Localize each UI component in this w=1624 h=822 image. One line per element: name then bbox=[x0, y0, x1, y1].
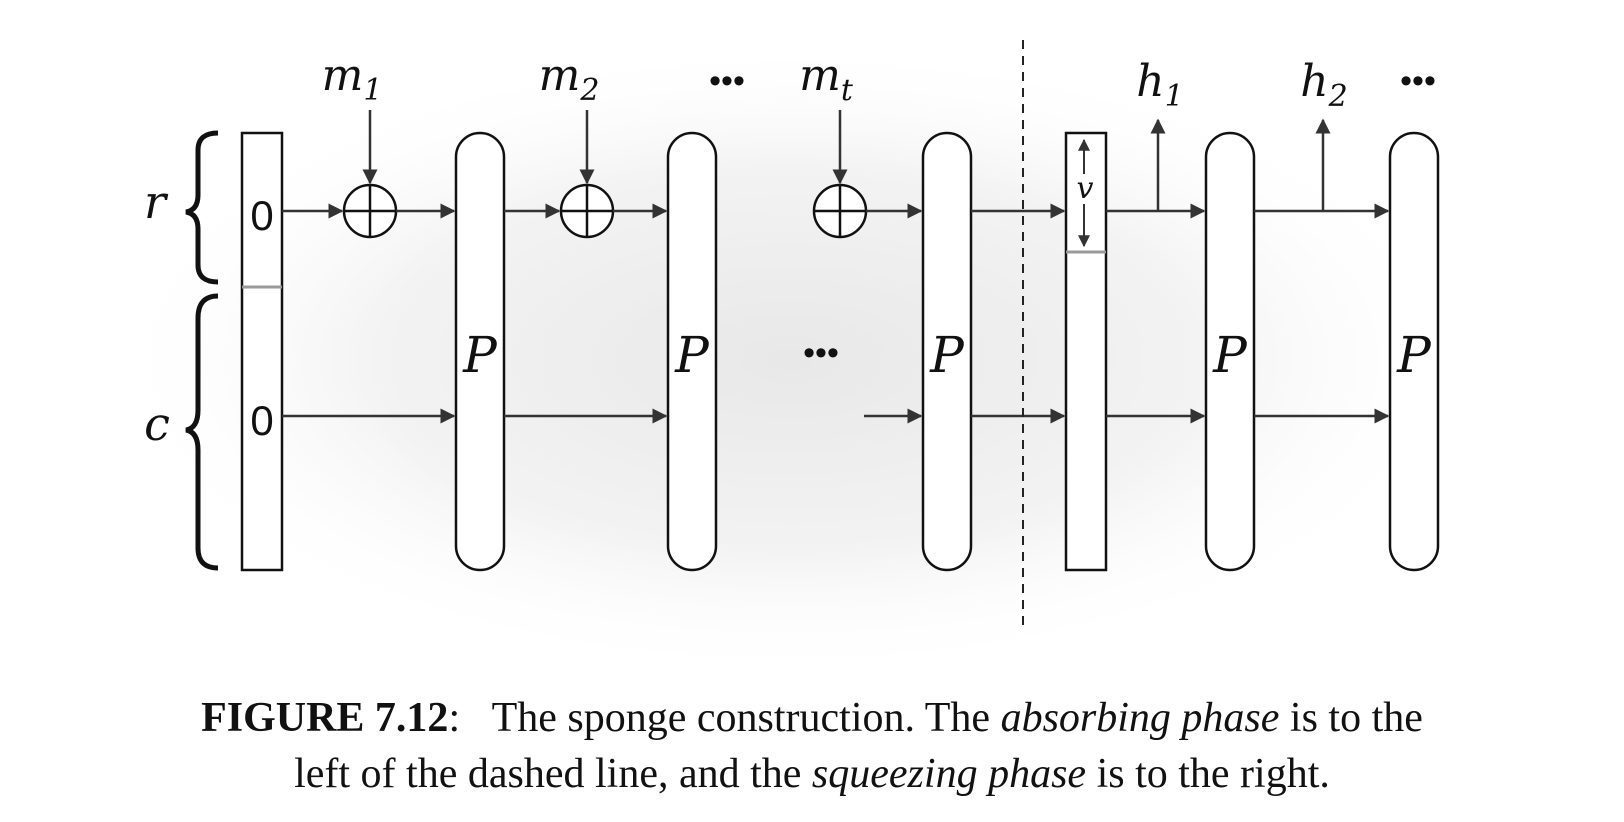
permutation-block-squeeze-2: P bbox=[1388, 131, 1440, 572]
message-input-2: m2 bbox=[539, 50, 600, 185]
ellipsis-inputs: ••• bbox=[709, 62, 745, 100]
figure-number: FIGURE 7.12 bbox=[201, 695, 449, 741]
capacity-label: c bbox=[144, 397, 170, 451]
caption-colon: : bbox=[448, 695, 461, 741]
figure-caption: FIGURE 7.12: The sponge construction. Th… bbox=[0, 690, 1624, 802]
xor-1 bbox=[342, 183, 398, 239]
caption-text-2: is to the bbox=[1279, 695, 1423, 741]
permutation-block-squeeze-1: P bbox=[1204, 131, 1256, 572]
output-h2: h2 bbox=[1300, 56, 1348, 211]
background-glow bbox=[100, 40, 1480, 680]
svg-text:mt: mt bbox=[799, 50, 854, 108]
permutation-block-1: P bbox=[454, 131, 506, 572]
svg-text:P: P bbox=[462, 326, 498, 384]
capacity-brace bbox=[185, 293, 219, 571]
message-input-t: mt bbox=[799, 50, 854, 185]
svg-text:h2: h2 bbox=[1300, 56, 1347, 114]
ellipsis-middle: ••• bbox=[803, 334, 839, 372]
zero-rate-label: 0 bbox=[250, 192, 273, 239]
permutation-block-2: P bbox=[666, 131, 718, 572]
rate-brace bbox=[185, 130, 219, 285]
xor-2 bbox=[559, 183, 615, 239]
caption-line-2-start: left of the dashed line, and the bbox=[294, 751, 812, 797]
svg-text:m1: m1 bbox=[322, 50, 383, 108]
svg-text:m2: m2 bbox=[539, 50, 600, 108]
svg-text:v: v bbox=[1077, 171, 1094, 206]
svg-text:h1: h1 bbox=[1136, 56, 1183, 114]
xor-t bbox=[812, 183, 868, 239]
svg-text:P: P bbox=[674, 326, 710, 384]
caption-line-2: left of the dashed line, and the squeezi… bbox=[0, 746, 1624, 802]
output-h1: h1 bbox=[1136, 56, 1184, 211]
message-input-1: m1 bbox=[322, 50, 383, 185]
caption-text-1: The sponge construction. The bbox=[491, 695, 1001, 741]
svg-text:P: P bbox=[1212, 326, 1248, 384]
svg-text:P: P bbox=[929, 326, 965, 384]
caption-line-1: FIGURE 7.12: The sponge construction. Th… bbox=[0, 690, 1624, 746]
rate-label: r bbox=[144, 175, 169, 229]
squeeze-state-block: v bbox=[1064, 131, 1108, 572]
initial-state-block bbox=[240, 131, 284, 572]
caption-emph-absorbing: absorbing phase bbox=[1000, 695, 1280, 741]
svg-text:P: P bbox=[1396, 326, 1432, 384]
ellipsis-outputs: ••• bbox=[1400, 62, 1436, 100]
caption-emph-squeezing: squeezing phase bbox=[811, 751, 1087, 797]
zero-capacity-label: 0 bbox=[250, 397, 273, 444]
caption-text-3: is to the right. bbox=[1086, 751, 1330, 797]
permutation-block-t: P bbox=[921, 131, 973, 572]
